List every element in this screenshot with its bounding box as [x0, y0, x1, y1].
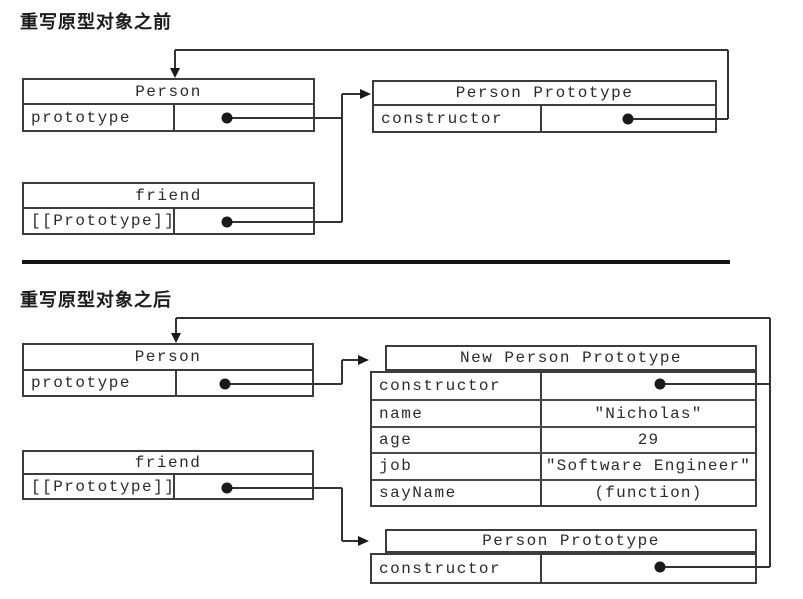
- arrowhead-down-icon: [170, 68, 180, 78]
- sayname-property-value: (function): [594, 483, 703, 502]
- table-row: constructor: [374, 106, 715, 131]
- internal-prototype-pointer-cell: [175, 209, 313, 233]
- person-box-title: Person: [24, 80, 313, 105]
- table-row: constructor: [372, 373, 755, 400]
- constructor-property-label: constructor: [372, 555, 542, 582]
- new-person-prototype-box: constructor name "Nicholas" age 29 job "…: [370, 371, 757, 507]
- constructor-property-label: constructor: [374, 106, 542, 131]
- constructor-pointer-cell: [542, 106, 715, 131]
- person-object-box-before: Person prototype: [22, 78, 315, 132]
- age-property-value: 29: [637, 430, 660, 449]
- constructor-property-label: constructor: [372, 373, 542, 400]
- name-property-label: name: [372, 401, 542, 426]
- name-property-value: "Nicholas": [594, 404, 703, 423]
- table-row: job "Software Engineer": [372, 452, 755, 479]
- table-row: prototype: [24, 105, 313, 130]
- arrowhead-right-icon: [358, 355, 369, 365]
- section-divider: [22, 260, 730, 264]
- prototype-property-label: prototype: [24, 105, 175, 130]
- sayname-property-label: sayName: [372, 480, 542, 505]
- person-prototype-box-after: constructor: [370, 553, 757, 584]
- internal-prototype-label: [[Prototype]]: [24, 475, 175, 498]
- arrowhead-right-icon: [360, 89, 371, 99]
- constructor-pointer-cell: [542, 555, 755, 582]
- job-property-value: "Software Engineer": [545, 457, 752, 476]
- table-row: sayName (function): [372, 478, 755, 505]
- prototype-property-label: prototype: [24, 371, 177, 395]
- table-row: prototype: [24, 371, 312, 395]
- person-object-box-after: Person prototype: [22, 343, 314, 397]
- internal-prototype-label: [[Prototype]]: [24, 209, 175, 233]
- person-prototype-title-after: Person Prototype: [385, 529, 757, 553]
- table-row: age 29: [372, 425, 755, 453]
- arrowhead-down-icon: [171, 333, 181, 343]
- section-title-before: 重写原型对象之前: [20, 12, 172, 32]
- friend-object-box-before: friend [[Prototype]]: [22, 182, 315, 235]
- arrowhead-right-icon: [358, 536, 369, 546]
- person-prototype-box-before: Person Prototype constructor: [372, 80, 717, 133]
- section-title-after: 重写原型对象之后: [20, 290, 172, 310]
- age-property-label: age: [372, 427, 542, 453]
- person-prototype-title: Person Prototype: [374, 82, 715, 106]
- table-row: constructor: [372, 555, 755, 582]
- prototype-pointer-cell: [175, 105, 313, 130]
- person-box-title: Person: [24, 345, 312, 371]
- table-row: [[Prototype]]: [24, 475, 312, 498]
- job-property-label: job: [372, 454, 542, 479]
- constructor-pointer-cell: [542, 373, 755, 399]
- internal-prototype-pointer-cell: [175, 475, 312, 498]
- new-person-prototype-title: New Person Prototype: [385, 345, 757, 371]
- friend-box-title: friend: [24, 452, 312, 475]
- friend-box-title: friend: [24, 184, 313, 209]
- prototype-pointer-cell: [177, 371, 312, 395]
- table-row: name "Nicholas": [372, 399, 755, 426]
- table-row: [[Prototype]]: [24, 209, 313, 233]
- friend-object-box-after: friend [[Prototype]]: [22, 450, 314, 500]
